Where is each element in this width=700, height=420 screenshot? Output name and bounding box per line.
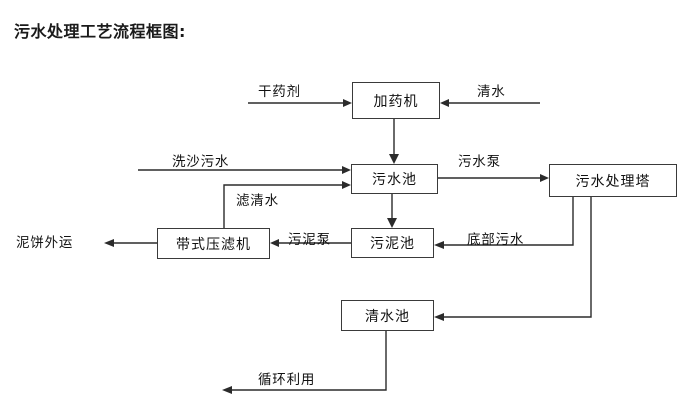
node-sewage-pool[interactable]: 污水池 bbox=[351, 164, 438, 194]
node-treatment-tower[interactable]: 污水处理塔 bbox=[549, 164, 677, 197]
page-title: 污水处理工艺流程框图: bbox=[14, 22, 186, 41]
edge-sand-sewage-to-sewage-pool bbox=[138, 166, 351, 174]
edge-sewage-pool-to-sludge-pool bbox=[387, 194, 397, 228]
edge-label-clean-water: 清水 bbox=[477, 84, 506, 100]
edge-label-filtered-water: 滤清水 bbox=[236, 193, 279, 209]
node-belt-filter-press[interactable]: 带式压滤机 bbox=[157, 228, 270, 259]
node-clear-water-pool[interactable]: 清水池 bbox=[341, 300, 434, 331]
edge-label-recycle-reuse: 循环利用 bbox=[258, 372, 316, 388]
node-label: 清水池 bbox=[365, 308, 410, 325]
terminal-label-mud-cake-transport: 泥饼外运 bbox=[16, 235, 74, 251]
node-label: 污水处理塔 bbox=[575, 173, 651, 190]
edge-dosing-to-sewage-pool bbox=[389, 119, 399, 164]
node-label: 带式压滤机 bbox=[176, 236, 251, 253]
edge-sewage-pool-to-tower bbox=[438, 174, 549, 182]
edge-label-sludge-pump: 污泥泵 bbox=[288, 232, 331, 248]
node-sludge-pool[interactable]: 污泥池 bbox=[351, 228, 434, 258]
edge-label-dry-agent: 干药剂 bbox=[258, 84, 301, 100]
edge-label-sand-washing-sewage: 洗沙污水 bbox=[172, 154, 230, 170]
edge-label-sewage-pump: 污水泵 bbox=[458, 154, 501, 170]
edge-tower-to-sludge-pool-bottom-sewage bbox=[434, 197, 574, 249]
edge-label-bottom-sewage: 底部污水 bbox=[467, 232, 525, 248]
edge-sludge-pool-to-belt-press bbox=[270, 239, 351, 247]
node-label: 污水池 bbox=[372, 172, 417, 188]
edge-belt-press-to-sewage-pool-filtrate bbox=[223, 181, 351, 228]
edge-clean-water-to-dosing bbox=[440, 99, 540, 107]
edge-belt-press-to-mud-cake bbox=[104, 239, 157, 247]
edge-tower-to-clear-pool bbox=[434, 197, 592, 321]
edge-clear-pool-to-recycle bbox=[222, 331, 387, 394]
node-label: 加药机 bbox=[373, 93, 419, 110]
node-label: 污泥池 bbox=[370, 236, 415, 252]
node-dosing-machine[interactable]: 加药机 bbox=[352, 82, 440, 119]
edge-dry-agent-to-dosing bbox=[248, 99, 352, 107]
